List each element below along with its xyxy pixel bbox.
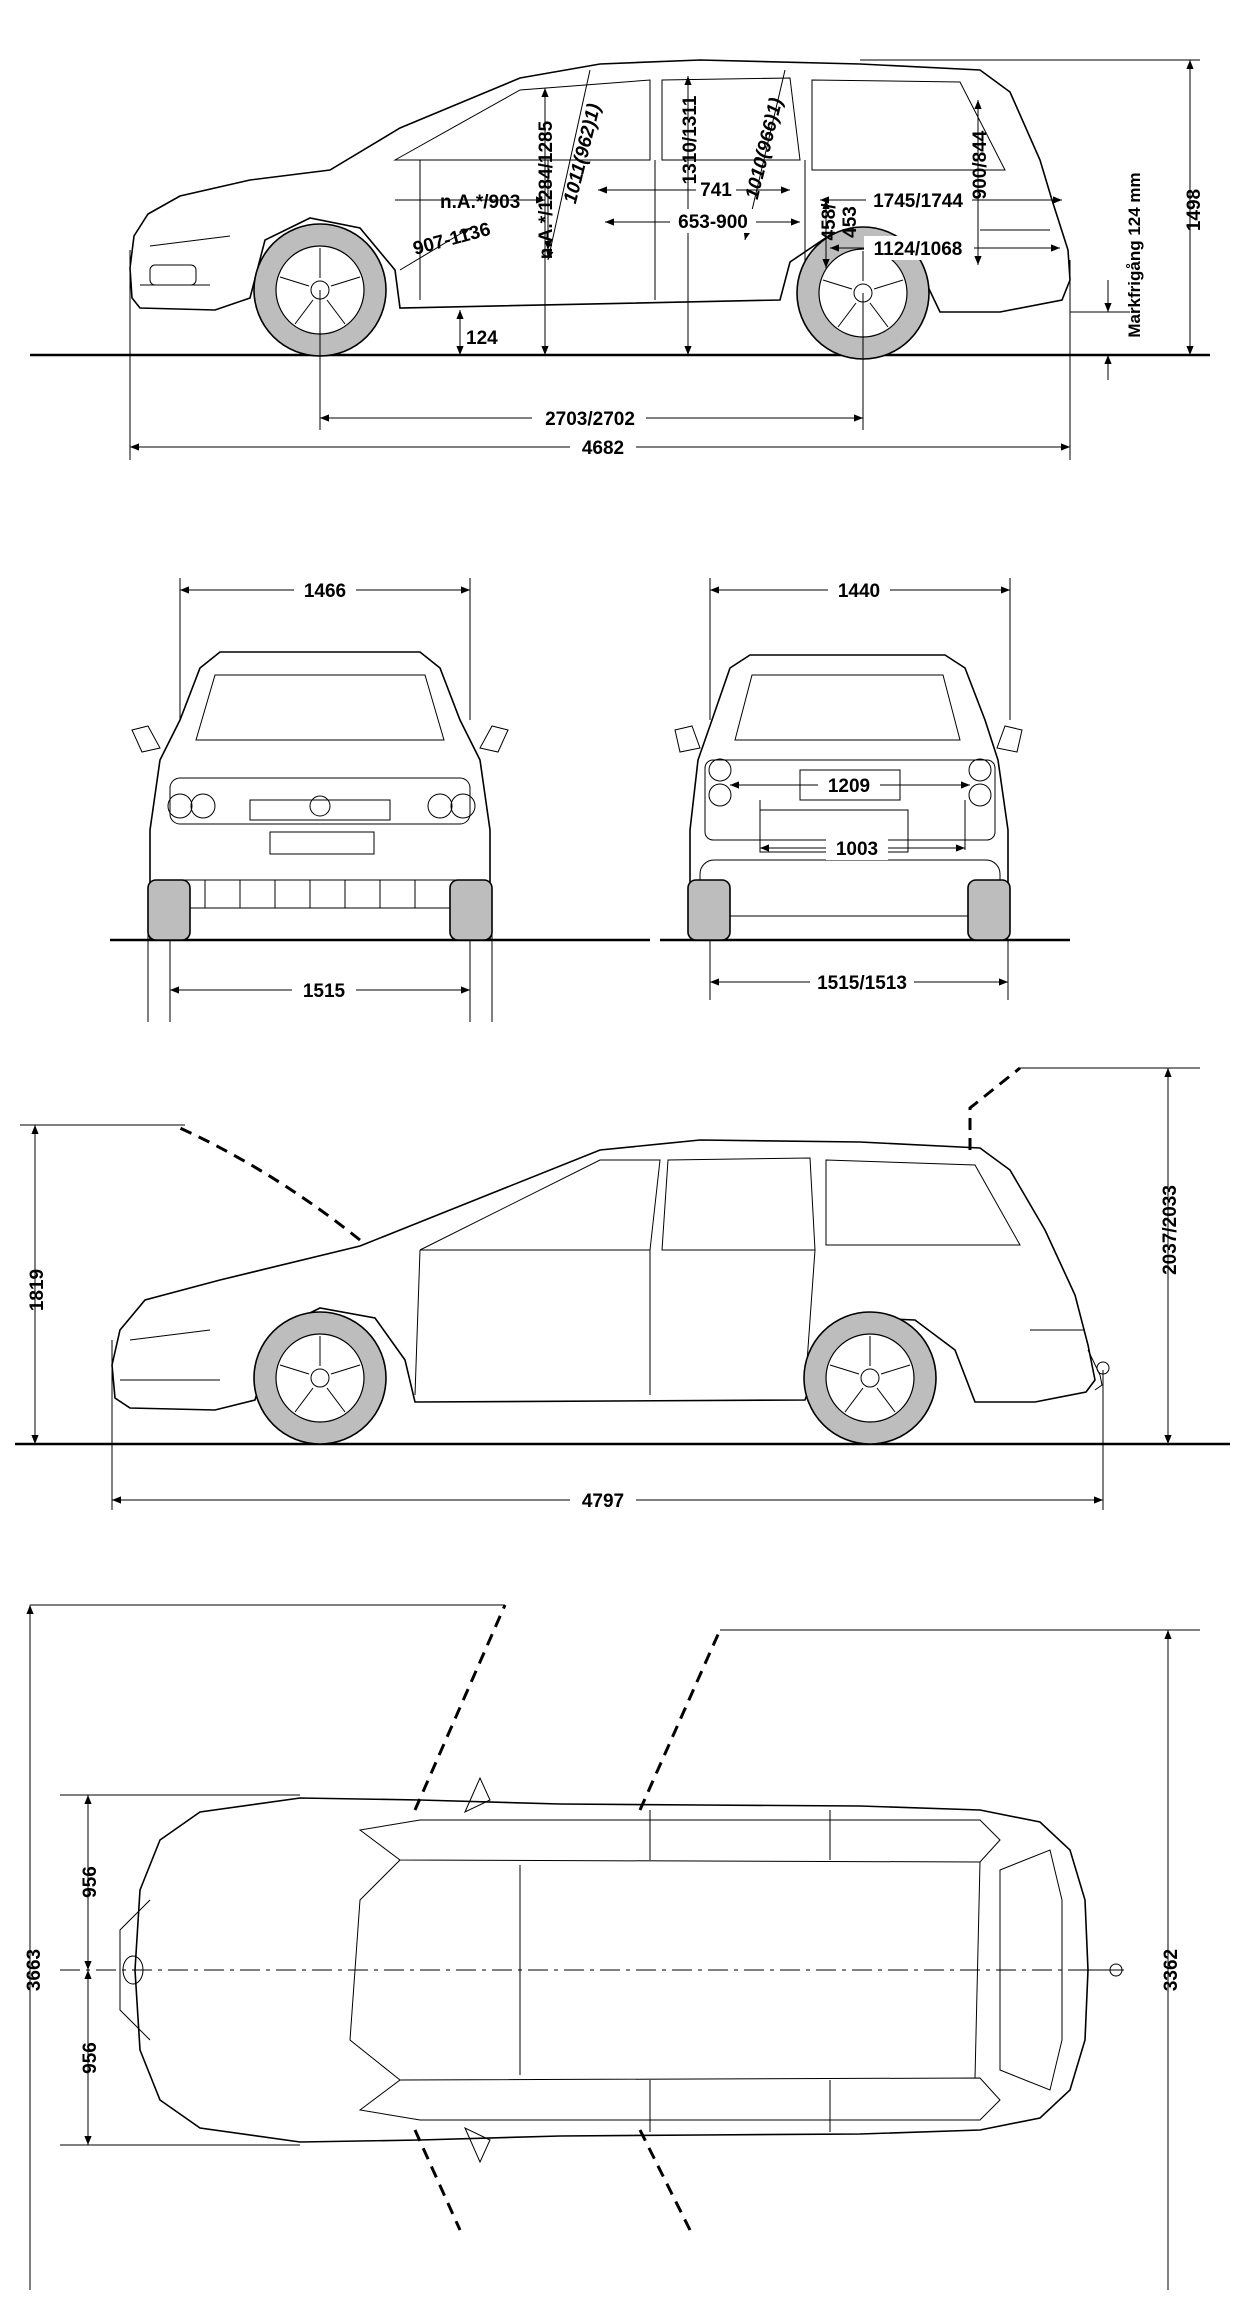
rear-width-label: 1440 bbox=[838, 581, 880, 602]
side-open-body-outline bbox=[111, 1139, 1096, 1411]
d653-900-label: 653-900 bbox=[678, 212, 748, 233]
hood-open-height-label: 1819 bbox=[27, 1269, 48, 1311]
front-view: 1466 1515 bbox=[110, 577, 650, 1022]
d458-label: 458/ bbox=[819, 203, 840, 241]
side-open-front-wheel bbox=[253, 1311, 387, 1445]
length-label: 4682 bbox=[582, 438, 624, 459]
d1124-1068-label: 1124/1068 bbox=[874, 239, 963, 260]
width-tailgate-side-label: 3362 bbox=[1161, 1949, 1182, 1991]
front-body-outline bbox=[149, 651, 491, 940]
d453-label: 453 bbox=[840, 206, 861, 238]
na-903-label: n.A.*/903 bbox=[440, 192, 520, 213]
wheelbase-label: 2703/2702 bbox=[545, 409, 635, 430]
top-view: 956 956 3663 3362 bbox=[24, 1604, 1200, 2290]
rear-body-outline bbox=[689, 654, 1009, 935]
side-open-view: 1819 2037/2033 4797 bbox=[15, 1066, 1230, 1513]
rear-track-label: 1515/1513 bbox=[817, 973, 907, 994]
d1745-1744-label: 1745/1744 bbox=[873, 191, 963, 212]
door-open-rear-top bbox=[638, 1629, 722, 1811]
open-tailgate-line bbox=[968, 1066, 1021, 1150]
side-view: 2703/2702 4682 1498 Markfrigång 124 mm 1… bbox=[30, 59, 1210, 460]
front-track-label: 1515 bbox=[303, 981, 346, 1002]
height-label: 1498 bbox=[1184, 189, 1205, 231]
d907-1136-label: 907-1136 bbox=[411, 219, 493, 260]
half-width-upper-label: 956 bbox=[80, 1866, 101, 1898]
door-open-front-bottom bbox=[413, 2129, 462, 2231]
rear-load-width-label: 1003 bbox=[836, 839, 878, 860]
side-open-rear-wheel bbox=[803, 1311, 937, 1445]
rear-interior-width-label: 1209 bbox=[828, 776, 870, 797]
d900-844-label: 900/844 bbox=[970, 130, 991, 199]
tailgate-open-height-label: 2037/2033 bbox=[1160, 1185, 1181, 1275]
d1310-1311-label: 1310/1311 bbox=[680, 95, 701, 184]
na-1284-1285-label: n.A.*/1284/1285 bbox=[536, 120, 557, 259]
door-open-rear-bottom bbox=[638, 2129, 692, 2231]
ground-clearance-note: Markfrigång 124 mm bbox=[1125, 172, 1144, 337]
d1010-966-label: 1010(966)1) bbox=[742, 96, 787, 202]
half-width-lower-label: 956 bbox=[80, 2042, 101, 2074]
door-open-front-top bbox=[413, 1604, 507, 1811]
rear-view: 1440 1209 1003 1515/1513 bbox=[660, 577, 1070, 1000]
clearance-label: 124 bbox=[466, 328, 498, 349]
open-hood-line bbox=[179, 1126, 361, 1242]
length-towbar-label: 4797 bbox=[582, 1491, 624, 1512]
total-width-doors-open-label: 3663 bbox=[24, 1949, 45, 1991]
front-width-label: 1466 bbox=[304, 581, 346, 602]
d741-label: 741 bbox=[700, 180, 732, 201]
